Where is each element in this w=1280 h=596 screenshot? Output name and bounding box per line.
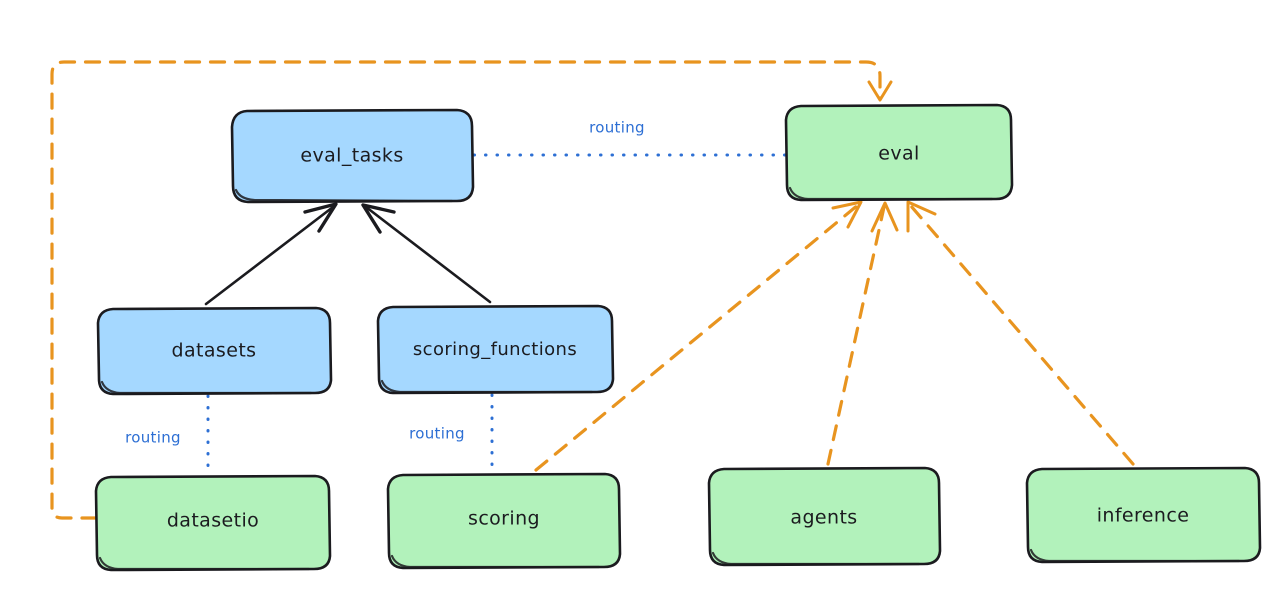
node-scoring-shape [386,472,622,570]
node-datasetio-label: datasetio [167,510,259,532]
edge-datasets-eval-tasks [204,202,338,306]
node-inference-sketch [1029,548,1241,563]
node-eval-shape [784,103,1014,202]
edge-scoring-functions-eval-tasks [361,203,492,304]
edge-label-routing-scoring: routing [409,425,465,443]
node-eval-tasks-sketch [234,188,454,203]
node-eval-sketch [788,186,994,201]
node-eval-tasks[interactable]: eval_tasks [230,108,475,204]
node-inference-shape [1025,466,1262,564]
edge-datasets-datasetio: routing [125,394,210,476]
node-agents-sketch [711,551,921,566]
node-agents-label: agents [790,507,857,529]
node-eval-tasks-shape [230,108,475,204]
node-eval-tasks-label: eval_tasks [300,145,403,167]
node-inference-label: inference [1097,505,1190,527]
node-datasets-sketch [100,380,313,395]
node-layer: eval_tasks eval datasets scoring_functio… [94,103,1262,572]
node-datasets-label: datasets [172,340,257,362]
node-scoring-functions-shape [376,304,615,395]
edge-label-routing-datasetio: routing [125,429,181,447]
node-agents-shape [707,466,942,567]
edge-scoring-eval [534,200,863,472]
edge-inference-eval [906,200,1135,466]
node-scoring-label: scoring [468,508,540,530]
node-datasetio-shape [94,474,332,572]
edge-datasetio-eval [50,60,893,520]
node-eval[interactable]: eval [784,103,1014,202]
edge-layer: routing routing routing [50,60,1135,520]
node-datasetio-sketch [98,556,311,571]
node-datasets-shape [96,306,333,396]
node-scoring[interactable]: scoring [386,472,622,570]
edge-eval-tasks-eval: routing [472,119,788,157]
edge-scoring-functions-scoring: routing [409,393,494,474]
node-inference[interactable]: inference [1025,466,1262,564]
node-scoring-functions-sketch [380,379,594,394]
edge-label-routing-eval: routing [589,119,645,137]
node-datasets[interactable]: datasets [96,306,333,396]
node-scoring-sketch [390,554,601,569]
node-agents[interactable]: agents [707,466,942,567]
node-datasetio[interactable]: datasetio [94,474,332,572]
node-scoring-functions[interactable]: scoring_functions [376,304,615,395]
node-scoring-functions-label: scoring_functions [413,339,577,360]
node-eval-label: eval [878,143,919,165]
edge-agents-eval [826,201,899,466]
